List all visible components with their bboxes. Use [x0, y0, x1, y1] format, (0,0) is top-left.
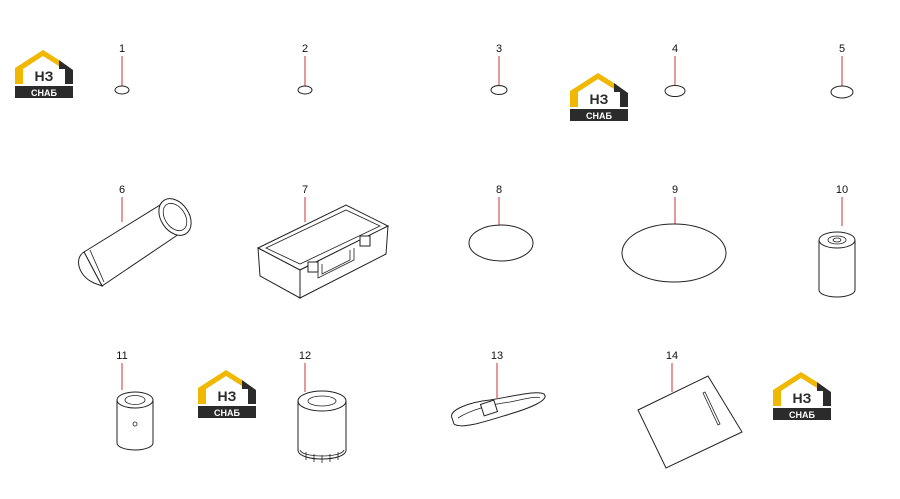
watermark-logo-1: НЗ СНАБ	[15, 50, 73, 98]
callout-5: 5	[839, 43, 845, 55]
callout-14: 14	[666, 350, 678, 362]
watermark-logo-4: НЗ СНАБ	[773, 372, 831, 420]
part-1-washer[interactable]: 1	[114, 43, 130, 95]
part-10-filter-cartridge[interactable]: 10	[818, 184, 856, 298]
part-5-washer[interactable]: 5	[830, 43, 854, 99]
callout-7: 7	[302, 184, 308, 196]
callout-4: 4	[672, 43, 678, 55]
part-3-washer[interactable]: 3	[490, 43, 508, 95]
part-7-tool-case[interactable]: 7	[256, 184, 390, 299]
part-2-washer[interactable]: 2	[297, 43, 313, 95]
logo-bottom-text: СНАБ	[31, 88, 57, 98]
watermark-logo-2: НЗ СНАБ	[570, 73, 628, 121]
logo-top-text: НЗ	[793, 390, 812, 406]
callout-8: 8	[496, 184, 502, 196]
part-11-bushing[interactable]: 11	[116, 350, 154, 451]
part-14-manual[interactable]: 14	[637, 350, 743, 469]
part-12-oil-filter[interactable]: 12	[297, 350, 347, 463]
callout-10: 10	[836, 184, 848, 196]
part-4-washer[interactable]: 4	[664, 43, 686, 97]
logo-bottom-text: СНАБ	[789, 410, 815, 420]
callout-3: 3	[496, 43, 502, 55]
callout-12: 12	[299, 350, 311, 362]
watermark-logo-3: НЗ СНАБ	[198, 370, 256, 418]
callout-6: 6	[119, 184, 125, 196]
part-6-tube[interactable]: 6	[78, 184, 198, 287]
logo-bottom-text: СНАБ	[214, 408, 240, 418]
callout-11: 11	[116, 350, 127, 362]
logo-top-text: НЗ	[218, 388, 237, 404]
part-9-seal-ring[interactable]: 9	[621, 184, 727, 283]
logo-top-text: НЗ	[590, 91, 609, 107]
callout-9: 9	[672, 184, 678, 196]
logo-bottom-text: СНАБ	[586, 111, 612, 121]
part-13-drive-belt[interactable]: 13	[451, 350, 546, 427]
callout-13: 13	[491, 350, 503, 362]
callout-1: 1	[119, 43, 125, 55]
callout-2: 2	[302, 43, 308, 55]
logo-top-text: НЗ	[35, 68, 54, 84]
part-8-o-ring[interactable]: 8	[468, 184, 534, 262]
